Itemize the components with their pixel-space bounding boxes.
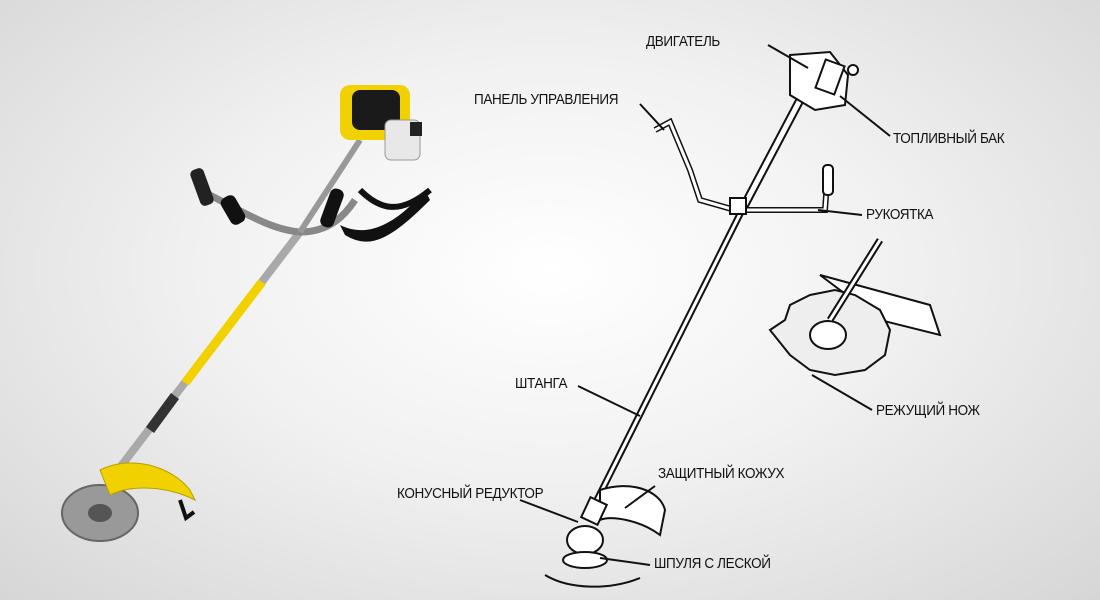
label-handle: РУКОЯТКА [866,206,934,223]
trimmer-photo [61,85,432,542]
label-engine: ДВИГАТЕЛЬ [646,33,720,50]
leader-lines [519,44,891,566]
label-spool: ШПУЛЯ С ЛЕСКОЙ [654,555,771,572]
label-gearbox: КОНУСНЫЙ РЕДУКТОР [397,485,544,502]
label-shaft: ШТАНГА [515,375,568,392]
label-fuel-tank: ТОПЛИВНЫЙ БАК [893,130,1005,147]
trimmer-schematic [544,50,942,588]
label-control-panel: ПАНЕЛЬ УПРАВЛЕНИЯ [474,91,619,108]
label-cutting-blade: РЕЖУЩИЙ НОЖ [876,402,980,419]
label-guard: ЗАЩИТНЫЙ КОЖУХ [658,465,785,482]
